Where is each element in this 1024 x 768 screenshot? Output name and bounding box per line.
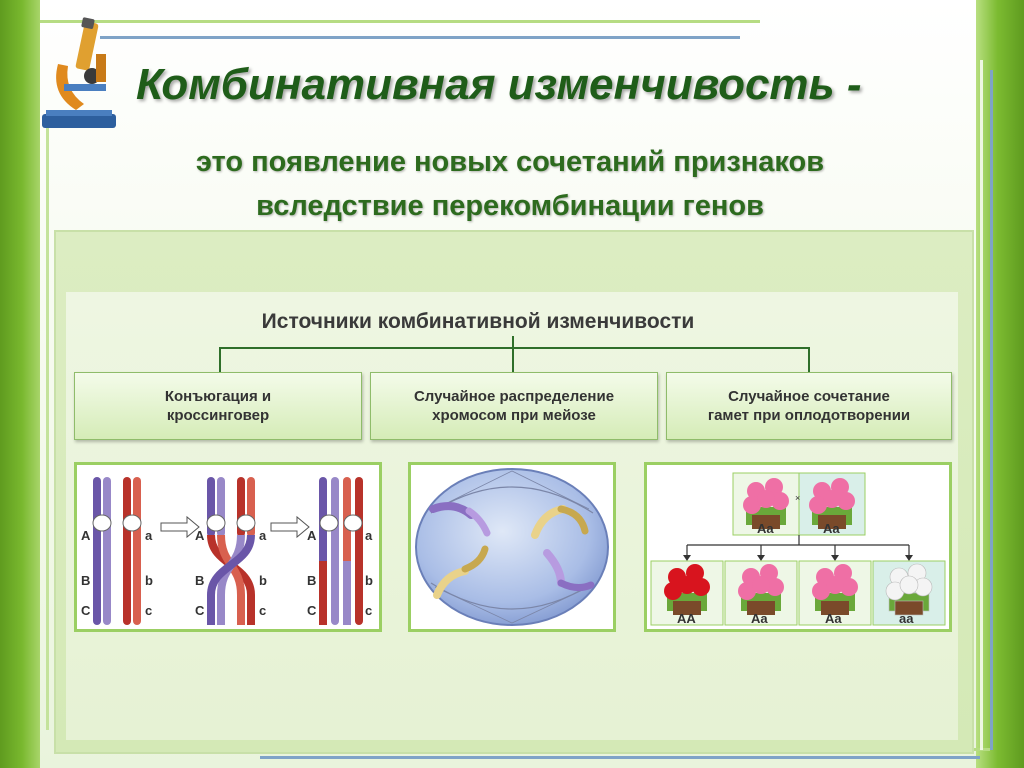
arrow-right-icon [270, 515, 310, 539]
source-1-line-1: Конъюгация и [164, 388, 272, 405]
chromosome-pair-stage-2: A a B b C c [195, 477, 267, 625]
gene-label-C3: C [307, 603, 317, 618]
offspring-genotype-3: Aa [825, 611, 842, 626]
gene-label-A3: A [307, 528, 317, 543]
meiosis-illustration [408, 462, 616, 632]
offspring-flower-2 [738, 564, 784, 615]
chromosome-top-right [531, 505, 589, 539]
source-2-line-1: Случайное распределение [413, 388, 615, 405]
gene-label-B2: B [195, 573, 204, 588]
slide-subtitle: это появление новых сочетаний признаков … [120, 140, 900, 228]
chromosome-pair-stage-3: A a B b C c [307, 477, 373, 625]
offspring-flower-1 [664, 564, 710, 615]
offspring-flower-4 [885, 563, 933, 616]
gene-label-b1: b [145, 573, 153, 588]
source-box-meiosis: Случайное распределение хромосом при мей… [370, 372, 658, 440]
microscope-icon [42, 17, 116, 128]
parent-genotype-1: Aa [757, 521, 774, 536]
gene-label-b3: b [365, 573, 373, 588]
deco-line-bottom-2 [260, 756, 980, 759]
connector-trunk [512, 336, 514, 348]
gene-label-A2: A [195, 528, 205, 543]
deco-vline-right-2 [990, 70, 993, 750]
diagram-heading: Источники комбинативной изменчивости [261, 310, 695, 333]
offspring-genotype-2: Aa [751, 611, 768, 626]
source-box-crossing-over: Конъюгация и кроссинговер [74, 372, 362, 440]
deco-line-top-2 [100, 36, 740, 39]
gene-label-C1: C [81, 603, 91, 618]
gene-label-a1: a [145, 528, 153, 543]
cross-symbol: × [795, 493, 800, 503]
source-2-line-2: хромосом при мейозе [432, 407, 596, 424]
gene-label-a2: a [259, 528, 267, 543]
gene-label-A1: A [81, 528, 91, 543]
chromosome-bottom-right [543, 549, 595, 592]
fertilization-svg: Aa Aa × AA Aa Aa aa [650, 472, 946, 626]
arrow-right-icon [160, 515, 200, 539]
chromosome-bottom-left [433, 545, 489, 599]
crossing-over-svg: A a B b C c A a B b C c [81, 477, 373, 625]
slide-title: Комбинативная изменчивость - [136, 60, 862, 109]
gene-label-b2: b [259, 573, 267, 588]
subtitle-line-1: это появление новых сочетаний признаков [195, 146, 825, 178]
gene-label-B1: B [81, 573, 90, 588]
gene-label-c1: c [145, 603, 152, 618]
source-3-line-2: гамет при оплодотворении [707, 407, 911, 424]
left-green-frame [0, 0, 40, 768]
gene-label-c3: c [365, 603, 372, 618]
deco-line-top-1 [40, 20, 760, 23]
chromosome-top-left [429, 502, 491, 537]
source-box-fertilization: Случайное сочетание гамет при оплодотвор… [666, 372, 952, 440]
gene-label-a3: a [365, 528, 373, 543]
connector-right [808, 347, 810, 373]
connector-middle [512, 347, 514, 373]
deco-vline-left [46, 110, 49, 730]
gene-label-c2: c [259, 603, 266, 618]
crossing-over-illustration: A a B b C c A a B b C c [74, 462, 382, 632]
meiosis-svg [415, 468, 609, 626]
right-green-frame [976, 0, 1024, 768]
arrow-down-icon [683, 545, 913, 561]
offspring-flower-3 [812, 564, 858, 615]
gene-label-C2: C [195, 603, 205, 618]
fertilization-illustration: Aa Aa × AA Aa Aa aa [644, 462, 952, 632]
deco-vline-right-1 [980, 60, 983, 750]
offspring-genotype-1: AA [677, 611, 696, 626]
parent-genotype-2: Aa [823, 521, 840, 536]
connector-left [219, 347, 221, 373]
offspring-genotype-4: aa [899, 611, 914, 626]
source-3-line-1: Случайное сочетание [728, 388, 890, 405]
gene-label-B3: B [307, 573, 316, 588]
subtitle-line-2: вследствие перекомбинации генов [256, 190, 764, 222]
cell [415, 468, 609, 626]
connector-horizontal [219, 347, 810, 349]
source-1-line-2: кроссинговер [166, 407, 270, 424]
chromosome-pair-stage-1: A a B b C c [81, 477, 153, 625]
